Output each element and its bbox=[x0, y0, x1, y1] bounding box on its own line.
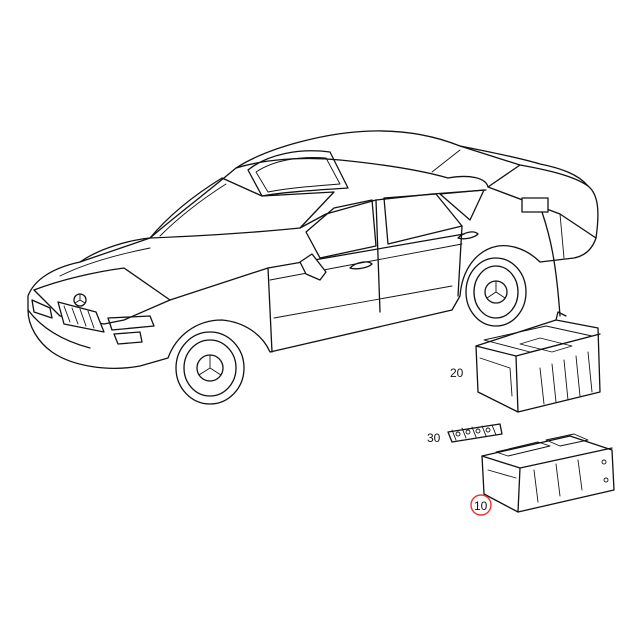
callout-20-label: 20 bbox=[450, 366, 464, 380]
sedan-illustration bbox=[27, 130, 599, 405]
front-wheel bbox=[175, 331, 245, 405]
location-marker bbox=[521, 197, 549, 213]
rear-wheel bbox=[465, 257, 527, 327]
part-30-connector bbox=[447, 423, 503, 443]
callout-10-label: 10 bbox=[474, 499, 488, 513]
highlight-circle bbox=[470, 494, 492, 516]
part-20-module bbox=[475, 311, 601, 413]
leader-line bbox=[541, 211, 561, 317]
part-10-control-unit bbox=[481, 433, 615, 513]
callout-30-label: 30 bbox=[427, 431, 441, 445]
